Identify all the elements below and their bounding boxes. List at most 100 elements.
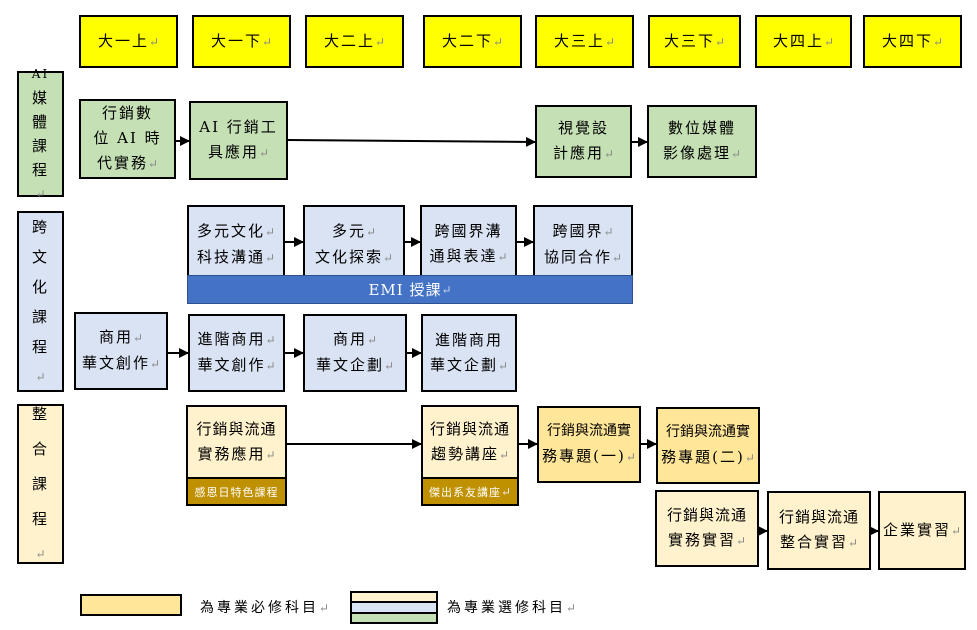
course-line: 跨國界↵ bbox=[552, 219, 613, 245]
course-marketing-digital-ai-practice[interactable]: 行銷數 位 AI 時 代實務↵ bbox=[79, 99, 176, 179]
category-char: 程 bbox=[31, 337, 49, 356]
course-line: 華文創作↵ bbox=[82, 351, 160, 377]
semester-label: 大二下 bbox=[441, 31, 493, 50]
return-mark: ↵ bbox=[847, 536, 859, 550]
course-text: 商用 bbox=[332, 330, 367, 348]
return-mark: ↵ bbox=[35, 546, 46, 561]
course-line: 進階商用 bbox=[434, 330, 503, 349]
return-mark: ↵ bbox=[258, 146, 270, 160]
course-visual-design[interactable]: 視覺設 計應用↵ bbox=[535, 105, 632, 178]
legend-swatch-elective bbox=[350, 591, 438, 625]
category-char: 程 bbox=[31, 509, 49, 528]
semester-label: 大一下 bbox=[210, 31, 262, 50]
return-mark: ↵ bbox=[441, 282, 452, 297]
course-text: 華文創作 bbox=[81, 354, 150, 372]
course-line: 通與表達↵ bbox=[429, 244, 507, 270]
course-text: 協同合作 bbox=[543, 248, 612, 266]
course-marketing-distribution-practice-application[interactable]: 行銷與流通 實務應用↵ bbox=[186, 405, 287, 478]
return-mark: ↵ bbox=[147, 157, 159, 171]
return-mark: ↵ bbox=[735, 534, 747, 548]
emi-label: EMI 授課 bbox=[368, 281, 442, 299]
course-marketing-distribution-project-1[interactable]: 行銷與流通實 務專題(一)↵ bbox=[537, 406, 641, 483]
course-ai-marketing-tools[interactable]: AI 行銷工 具應用↵ bbox=[189, 101, 288, 180]
tag-label: 傑出系友講座 bbox=[428, 485, 501, 499]
course-digital-media-imaging[interactable]: 數位媒體 影像處理↵ bbox=[647, 105, 757, 178]
course-business-chinese-planning[interactable]: 商用↵ 華文企劃↵ bbox=[303, 314, 407, 392]
course-text: 華文創作 bbox=[197, 356, 266, 374]
course-text: 計應用 bbox=[552, 144, 604, 162]
course-cross-border-collaboration[interactable]: 跨國界↵ 協同合作↵ bbox=[533, 205, 633, 277]
course-multicultural-tech-comm[interactable]: 多元文化↵ 科技溝通↵ bbox=[187, 205, 285, 277]
return-mark: ↵ bbox=[264, 225, 276, 239]
return-mark: ↵ bbox=[823, 34, 835, 49]
semester-7: 大四上↵ bbox=[755, 15, 852, 68]
legend-swatch-green bbox=[350, 612, 438, 624]
arrow-ai2-to-ai3 bbox=[287, 136, 536, 147]
semester-4: 大二下↵ bbox=[423, 15, 522, 68]
course-line: 企業實習↵ bbox=[883, 518, 961, 544]
semester-label: 大三下 bbox=[663, 31, 715, 50]
return-mark: ↵ bbox=[611, 251, 623, 265]
course-line: 多元文化↵ bbox=[197, 219, 275, 245]
course-line: 商用↵ bbox=[333, 327, 377, 353]
category-char: 化 bbox=[31, 277, 49, 296]
category-char: 體 bbox=[31, 113, 49, 131]
course-text: 多元文化 bbox=[196, 222, 265, 240]
course-line: AI 行銷工 bbox=[199, 118, 278, 136]
course-text: 科技溝通 bbox=[196, 248, 265, 266]
course-line: 視覺設 bbox=[557, 119, 609, 137]
course-line: 實務應用↵ bbox=[197, 442, 275, 468]
return-mark: ↵ bbox=[374, 34, 386, 49]
return-mark: ↵ bbox=[498, 448, 510, 462]
return-mark: ↵ bbox=[366, 333, 378, 347]
category-char: 課 bbox=[31, 474, 49, 493]
course-advanced-business-chinese-planning[interactable]: 進階商用 華文企劃↵ bbox=[421, 314, 517, 392]
course-line: 務專題(一)↵ bbox=[542, 444, 636, 470]
return-mark: ↵ bbox=[744, 451, 755, 465]
return-mark: ↵ bbox=[264, 251, 276, 265]
return-mark: ↵ bbox=[492, 34, 504, 49]
course-marketing-distribution-practice-internship[interactable]: 行銷與流通 實務實習↵ bbox=[655, 490, 759, 567]
return-mark: ↵ bbox=[319, 601, 330, 615]
course-line: 實務實習↵ bbox=[668, 528, 746, 554]
course-text: 趨勢講座 bbox=[430, 445, 499, 463]
course-enterprise-internship[interactable]: 企業實習↵ bbox=[878, 491, 966, 570]
return-mark: ↵ bbox=[625, 450, 636, 464]
course-line: 行銷與流通實 bbox=[547, 423, 631, 439]
return-mark: ↵ bbox=[932, 34, 944, 49]
return-mark: ↵ bbox=[497, 358, 509, 373]
course-line: 行銷數 bbox=[101, 104, 153, 122]
category-char: 課 bbox=[31, 307, 49, 326]
return-mark: ↵ bbox=[500, 484, 512, 499]
course-line: 影像處理↵ bbox=[663, 141, 741, 167]
legend-label: 為專業選修科目 bbox=[447, 600, 566, 616]
return-mark: ↵ bbox=[148, 34, 160, 49]
course-advanced-business-chinese-writing[interactable]: 進階商用↵ 華文創作↵ bbox=[188, 314, 285, 392]
return-mark: ↵ bbox=[497, 250, 508, 264]
return-mark: ↵ bbox=[566, 601, 577, 615]
legend-swatch-required bbox=[80, 594, 182, 616]
course-text: 多元 bbox=[331, 222, 366, 240]
course-line: 進階商用↵ bbox=[197, 327, 275, 353]
course-text: 務專題(一) bbox=[542, 447, 626, 465]
return-mark: ↵ bbox=[265, 448, 276, 462]
category-char-last: 程↵ bbox=[32, 502, 49, 572]
return-mark: ↵ bbox=[35, 187, 46, 201]
course-line: 商用↵ bbox=[99, 325, 143, 351]
return-mark: ↵ bbox=[950, 523, 962, 538]
course-line: 行銷與流通 bbox=[429, 420, 510, 438]
category-char: 合 bbox=[31, 439, 49, 458]
course-marketing-distribution-trend-lecture[interactable]: 行銷與流通 趨勢講座↵ bbox=[421, 405, 519, 478]
course-line: 務專題(二)↵ bbox=[661, 445, 755, 471]
course-marketing-distribution-project-2[interactable]: 行銷與流通實 務專題(二)↵ bbox=[656, 407, 760, 484]
return-mark: ↵ bbox=[730, 147, 742, 161]
semester-label: 大四下 bbox=[881, 31, 933, 50]
return-mark: ↵ bbox=[149, 357, 161, 371]
legend-elective: 為專業選修科目↵ bbox=[447, 597, 576, 617]
course-business-chinese-writing[interactable]: 商用↵ 華文創作↵ bbox=[74, 312, 168, 390]
course-line: 華文企劃↵ bbox=[316, 353, 394, 379]
course-marketing-distribution-integrated-internship[interactable]: 行銷與流通 整合實習↵ bbox=[767, 491, 871, 570]
course-line: 計應用↵ bbox=[553, 141, 614, 167]
course-line: 具應用↵ bbox=[208, 140, 269, 166]
course-line: 位 AI 時 bbox=[93, 129, 162, 147]
